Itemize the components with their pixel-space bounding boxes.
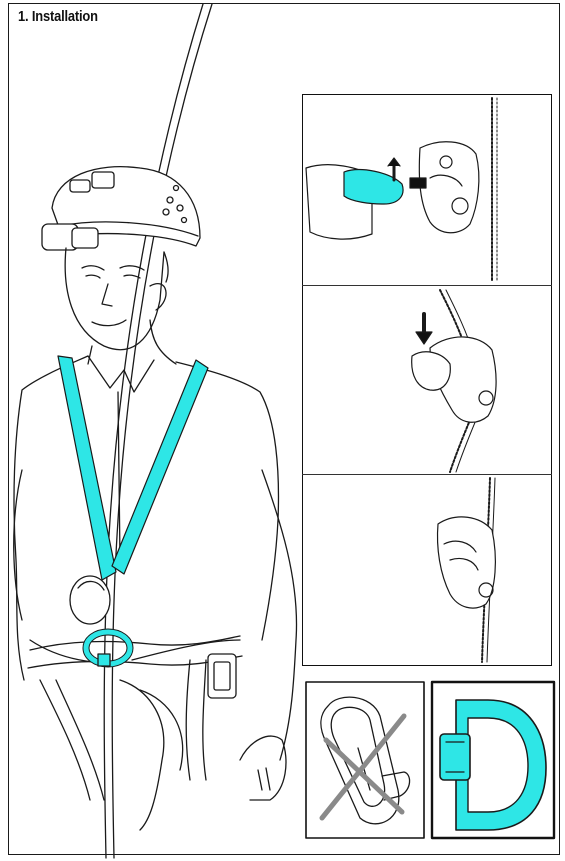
incorrect-carabiner-panel xyxy=(306,682,424,838)
correct-d-ring-panel xyxy=(432,682,554,838)
